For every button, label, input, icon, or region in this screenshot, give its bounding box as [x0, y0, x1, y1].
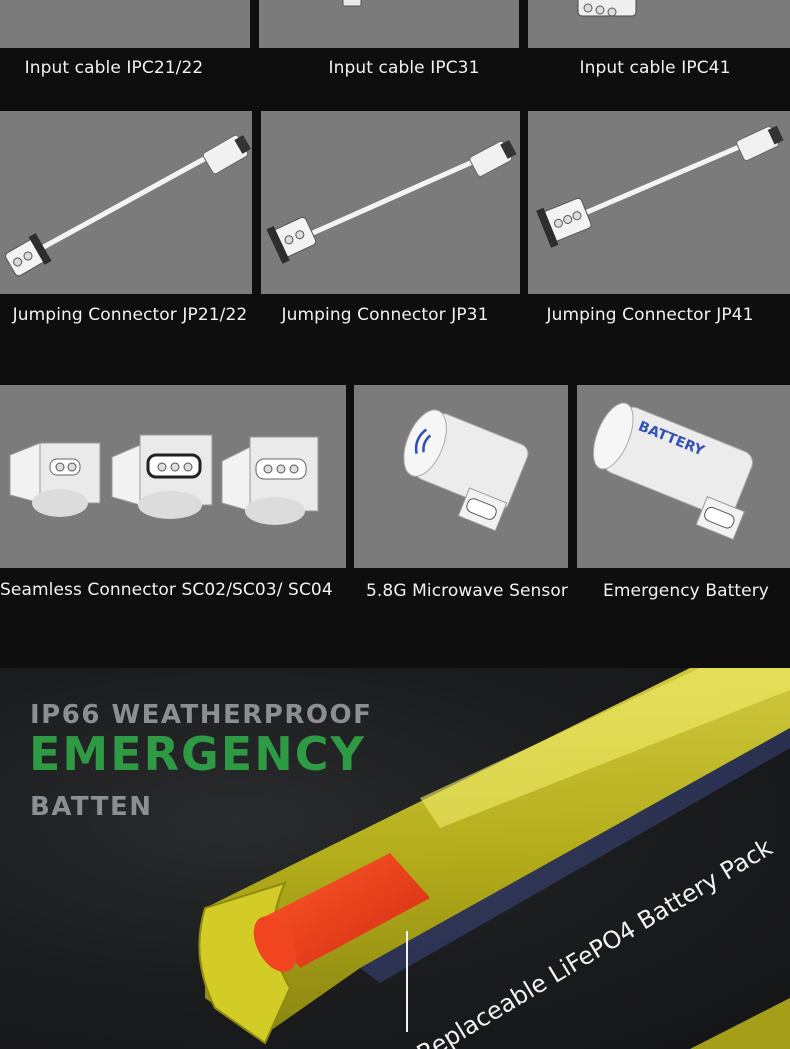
caption-microwave-sensor: 5.8G Microwave Sensor: [366, 581, 568, 601]
product-image-ipc41: [528, 0, 790, 48]
hero-heading-line1: IP66 WEATHERPROOF: [30, 700, 373, 730]
microwave-sensor-graphic: [403, 409, 529, 532]
product-image-seamless-connector: [0, 385, 346, 568]
product-image-microwave-sensor: [354, 385, 568, 568]
caption-ipc21-22: Input cable IPC21/22: [24, 58, 204, 78]
seamless-connector-graphic: [9, 434, 319, 525]
battery-graphic: BATTERY: [592, 402, 754, 541]
caption-jp31: Jumping Connector JP31: [281, 305, 489, 325]
caption-seamless-connector: Seamless Connector SC02/SC03/ SC04: [0, 580, 333, 600]
hero-heading-line2: EMERGENCY: [29, 727, 366, 781]
jumping-cable-graphic: [266, 140, 517, 264]
connector-graphic: [342, 0, 362, 7]
caption-ipc41: Input cable IPC41: [579, 58, 731, 78]
hero-banner: IP66 WEATHERPROOF EMERGENCY BATTEN Repla…: [0, 668, 790, 1049]
hero-heading-line3: BATTEN: [30, 792, 153, 822]
jumping-cable-graphic: [5, 134, 252, 277]
product-image-ipc21-22: [0, 0, 250, 48]
caption-emergency-battery: Emergency Battery: [603, 581, 769, 601]
product-image-ipc31: [259, 0, 519, 48]
product-image-jp31: [261, 111, 520, 294]
caption-ipc31: Input cable IPC31: [328, 58, 480, 78]
product-image-jp21-22: [0, 111, 252, 294]
caption-jp41: Jumping Connector JP41: [546, 305, 754, 325]
batten-illustration: [198, 668, 790, 1049]
jumping-cable-graphic: [536, 125, 784, 248]
caption-jp21-22: Jumping Connector JP21/22: [12, 305, 248, 325]
product-image-emergency-battery: BATTERY: [577, 385, 790, 568]
product-image-jp41: [528, 111, 790, 294]
connector-graphic: [577, 0, 637, 17]
